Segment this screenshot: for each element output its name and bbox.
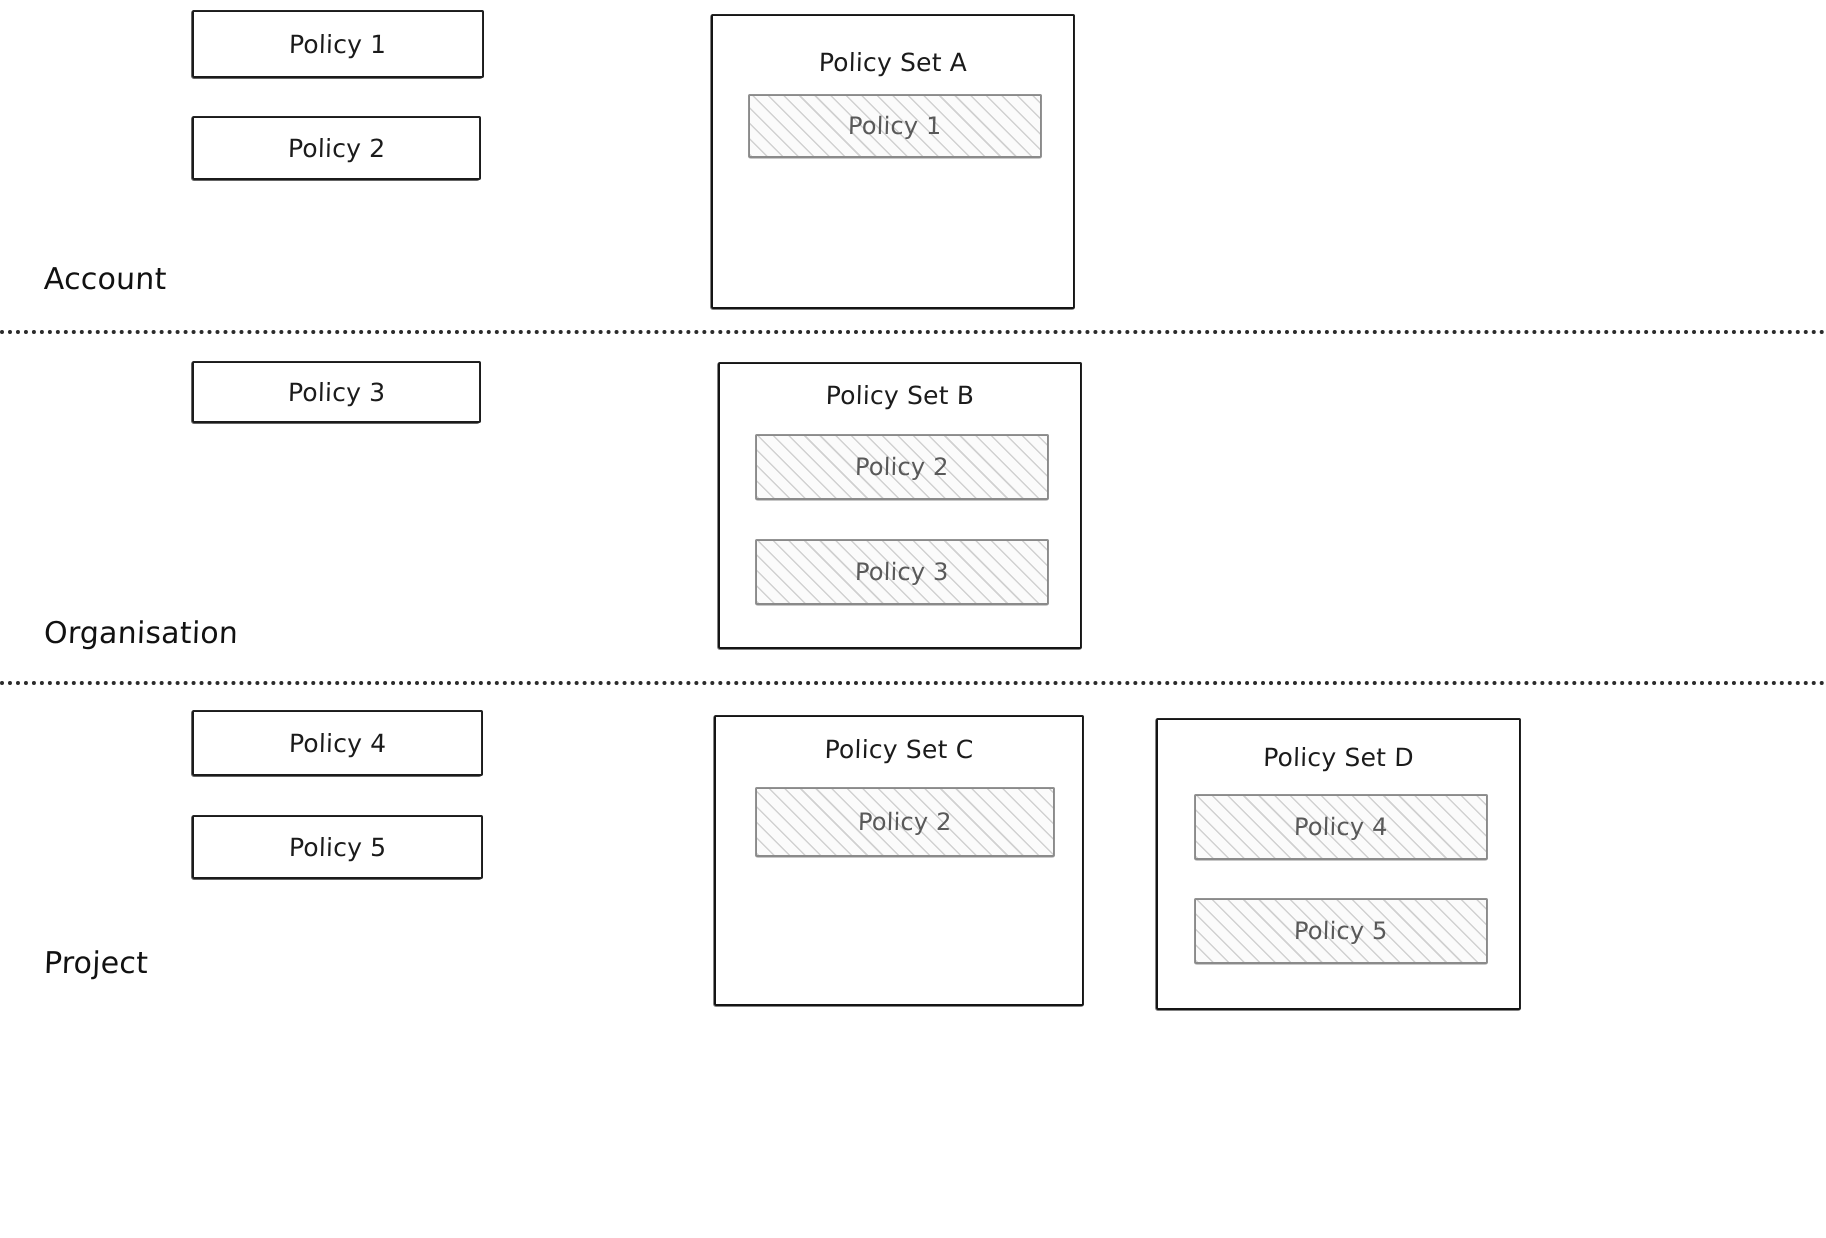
- policy-box-label: Policy 3: [287, 377, 386, 407]
- policy-set-d-member-policy-5[interactable]: Policy 5: [1194, 898, 1488, 965]
- policy-set-c-container[interactable]: Policy Set C Policy 2: [713, 715, 1084, 1007]
- tier-label-account: Account: [43, 262, 168, 297]
- policy-box-label: Policy 1: [288, 29, 388, 59]
- chip-label: Policy 4: [1293, 813, 1389, 841]
- policy-set-c-title: Policy Set C: [824, 735, 974, 764]
- policy-box-policy-5[interactable]: Policy 5: [191, 815, 483, 880]
- chip-label: Policy 5: [1293, 917, 1389, 945]
- policy-box-policy-4[interactable]: Policy 4: [191, 710, 483, 777]
- chip-label: Policy 2: [857, 808, 953, 836]
- policy-box-label: Policy 2: [287, 133, 386, 163]
- policy-set-d-member-policy-4[interactable]: Policy 4: [1194, 794, 1488, 861]
- tier-divider-account-organisation: [0, 330, 1826, 334]
- policy-set-a-container[interactable]: Policy Set A Policy 1: [710, 14, 1075, 310]
- policy-set-c-member-policy-2[interactable]: Policy 2: [755, 787, 1055, 858]
- policy-box-policy-2[interactable]: Policy 2: [191, 116, 481, 181]
- chip-label: Policy 1: [847, 112, 943, 140]
- policy-box-policy-3[interactable]: Policy 3: [191, 361, 481, 424]
- policy-box-label: Policy 4: [288, 728, 387, 758]
- policy-box-policy-1[interactable]: Policy 1: [191, 10, 484, 79]
- tier-label-project: Project: [43, 946, 149, 981]
- policy-set-b-member-policy-3[interactable]: Policy 3: [755, 539, 1049, 606]
- chip-label: Policy 3: [854, 558, 950, 586]
- chip-label: Policy 2: [854, 453, 950, 481]
- policy-set-d-title: Policy Set D: [1262, 743, 1415, 772]
- policy-set-a-member-policy-1[interactable]: Policy 1: [748, 94, 1042, 159]
- policy-set-d-container[interactable]: Policy Set D Policy 4 Policy 5: [1155, 718, 1521, 1011]
- policy-set-a-title: Policy Set A: [818, 48, 968, 77]
- policy-box-label: Policy 5: [288, 832, 387, 862]
- policy-set-b-title: Policy Set B: [825, 381, 975, 410]
- tier-divider-organisation-project: [0, 681, 1826, 685]
- policy-set-b-container[interactable]: Policy Set B Policy 2 Policy 3: [717, 362, 1082, 650]
- tier-label-organisation: Organisation: [43, 616, 239, 651]
- policy-set-b-member-policy-2[interactable]: Policy 2: [755, 434, 1049, 501]
